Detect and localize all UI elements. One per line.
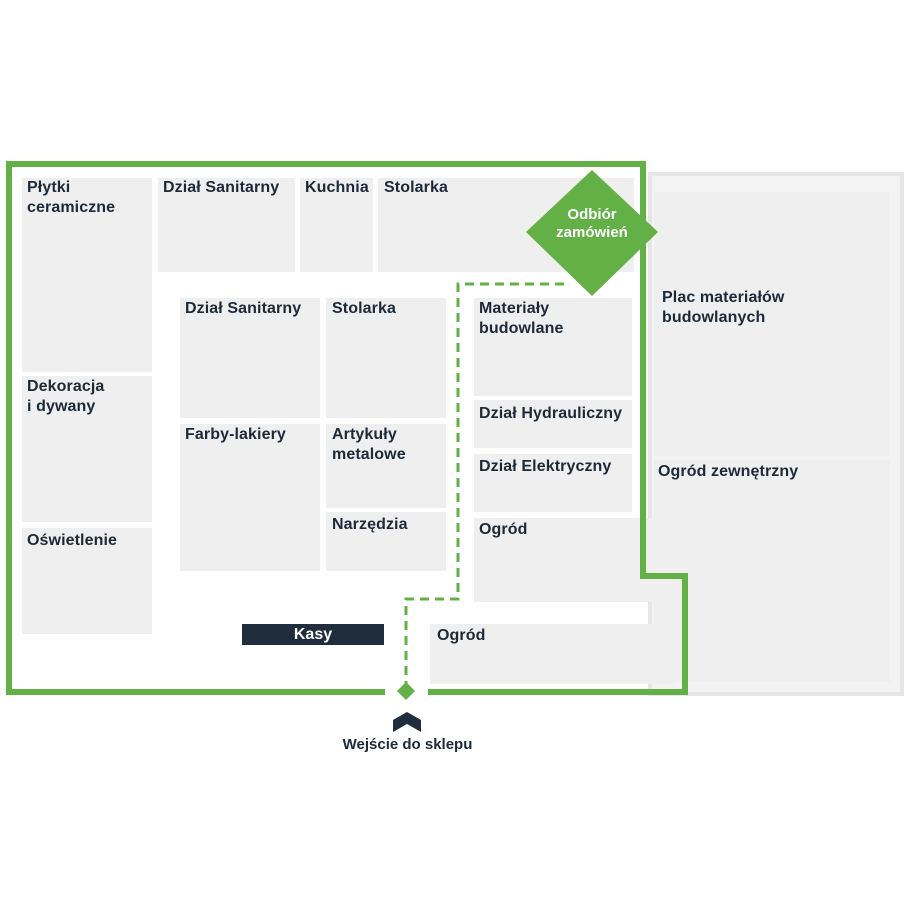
- label-dzial-sanitarny-top: Dział Sanitarny: [163, 179, 280, 196]
- zone-hydrauliczny[interactable]: [474, 400, 632, 448]
- zone-kuchnia[interactable]: [300, 178, 373, 272]
- label-materialy: Materiały budowlane: [479, 300, 564, 337]
- label-hydrauliczny: Dział Hydrauliczny: [479, 405, 623, 422]
- zone-elektryczny[interactable]: [474, 454, 632, 512]
- label-plytki: Płytki ceramiczne: [27, 179, 116, 216]
- entrance-arrow-icon: [393, 712, 421, 732]
- zone-ogrod-zewnetrzny[interactable]: [654, 460, 890, 682]
- label-elektryczny: Dział Elektryczny: [479, 458, 612, 475]
- zone-oswietlenie[interactable]: [22, 528, 152, 634]
- label-narzedzia: Narzędzia: [332, 516, 408, 533]
- label-ogrod-zewnetrzny: Ogród zewnętrzny: [658, 463, 799, 480]
- zone-artykuly[interactable]: [326, 424, 446, 508]
- label-stolarka-top: Stolarka: [384, 179, 448, 196]
- zone-plac-materialow[interactable]: [654, 192, 890, 456]
- label-oswietlenie: Oświetlenie: [27, 532, 118, 549]
- checkout-kasy[interactable]: Kasy: [242, 624, 384, 645]
- pickup-label: Odbiór zamówień: [556, 206, 628, 241]
- label-dzial-sanitarny-mid: Dział Sanitarny: [185, 300, 302, 317]
- zone-narzedzia[interactable]: [326, 512, 446, 571]
- label-farby: Farby-lakiery: [185, 426, 286, 443]
- zone-dzial-sanitarny-top[interactable]: [158, 178, 295, 272]
- store-wall: [6, 161, 688, 695]
- zone-stolarka-mid[interactable]: [326, 298, 446, 418]
- entrance-diamond: [397, 682, 415, 700]
- zone-plytki[interactable]: [22, 178, 152, 372]
- label-kuchnia: Kuchnia: [305, 179, 369, 196]
- pickup-diamond[interactable]: [526, 170, 658, 296]
- route-to-pickup: [404, 282, 570, 690]
- entrance-label[interactable]: Wejście do sklepu: [342, 736, 473, 753]
- label-ogrod-bottom: Ogród: [437, 627, 486, 644]
- label-stolarka-mid: Stolarka: [332, 300, 396, 317]
- label-artykuly: Artykuły metalowe: [332, 426, 406, 463]
- zone-dekoracja[interactable]: [22, 376, 152, 522]
- zone-dzial-sanitarny-mid[interactable]: [180, 298, 320, 418]
- zone-farby[interactable]: [180, 424, 320, 571]
- label-dekoracja: Dekoracja i dywany: [27, 378, 105, 415]
- label-ogrod-right: Ogród: [479, 521, 528, 538]
- zone-materialy[interactable]: [474, 298, 632, 396]
- zone-ogrod-bottom[interactable]: [430, 624, 674, 684]
- label-plac: Plac materiałów budowlanych: [662, 289, 785, 326]
